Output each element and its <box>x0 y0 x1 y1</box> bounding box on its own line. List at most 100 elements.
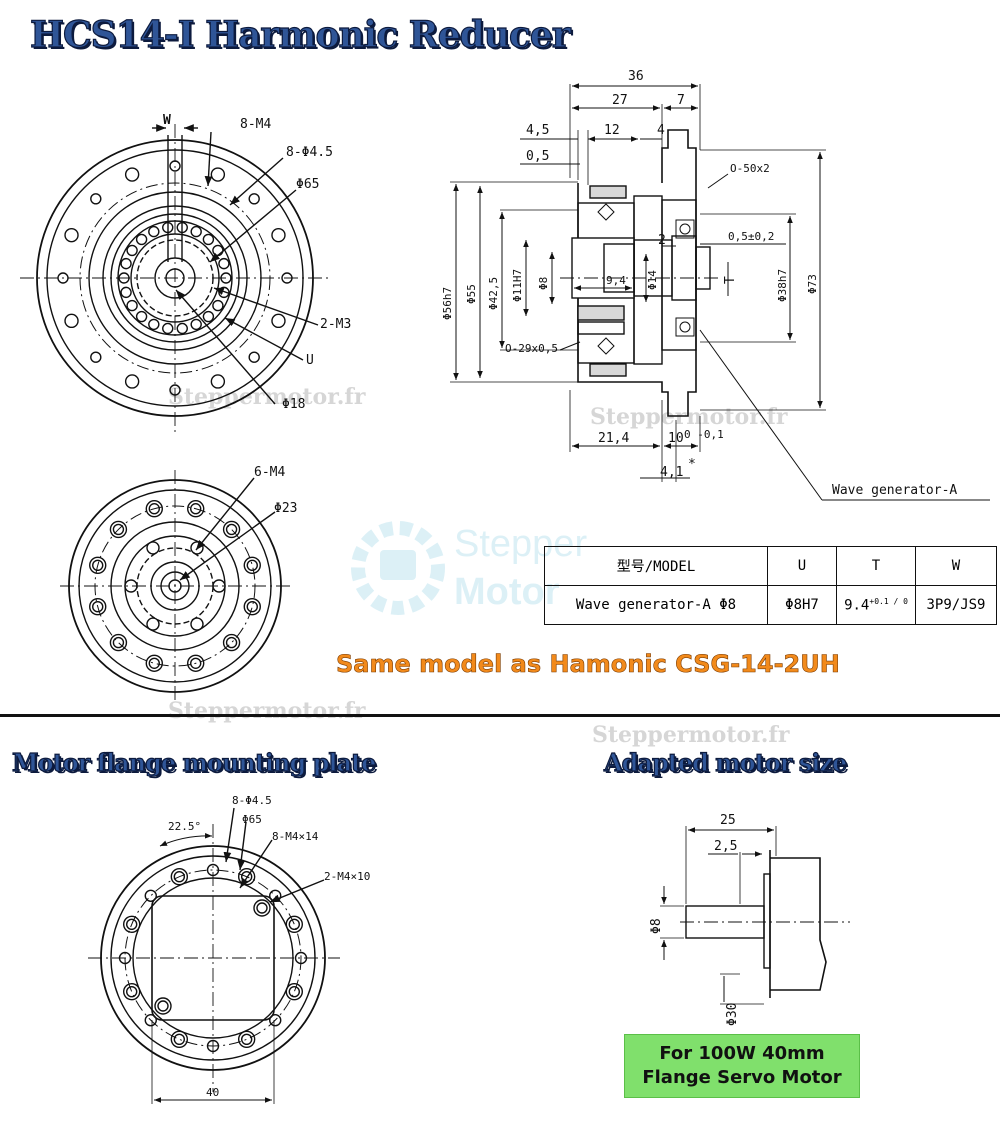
watermark-text: Steppermotor.fr <box>592 722 790 748</box>
dim-0-5: 0,5 <box>526 149 549 164</box>
dim-7: 7 <box>677 93 685 108</box>
bolt-hole <box>125 918 138 931</box>
star-mark: * <box>688 457 696 472</box>
table-cell: 3P9/JS9 <box>915 585 997 625</box>
d56-label: Φ56h7 <box>441 287 454 320</box>
bolt-hole <box>248 351 260 363</box>
dim-4-5: 4,5 <box>526 123 549 138</box>
badge-line: Flange Servo Motor <box>642 1067 842 1088</box>
bearing-roller <box>190 318 202 331</box>
watermark-text: Steppermotor.fr <box>168 384 366 410</box>
dim-2-5: 2,5 <box>714 839 737 854</box>
bearing-roller <box>120 257 132 270</box>
table-cell: 9.4+0.1 / 0 <box>836 585 916 625</box>
bolt-hole <box>145 654 163 672</box>
logo-watermark: Stepper Motor <box>351 521 587 615</box>
d65-label: Φ65 <box>296 177 319 192</box>
table-cell: Φ8H7 <box>767 585 837 625</box>
bolt-hole <box>122 915 141 934</box>
d42-label: Φ42,5 <box>487 277 500 310</box>
bolt-hole <box>190 657 202 669</box>
d8-label: Φ8 <box>537 277 550 290</box>
dim-25: 25 <box>720 813 736 828</box>
bolt-hole <box>92 601 104 613</box>
bolt-hole <box>210 374 226 389</box>
bearing-roller <box>135 233 148 246</box>
oring-29-label: O-29x0,5 <box>505 342 558 355</box>
bolt-hole <box>146 617 160 631</box>
back-view <box>60 470 290 702</box>
bolt-hole <box>285 915 304 934</box>
bearing-roller <box>202 233 215 246</box>
bolt-hole <box>64 227 79 243</box>
holes-m4-label: 8-M4 <box>240 117 271 132</box>
bolt-hole <box>109 633 128 652</box>
bolt-hole <box>246 559 258 571</box>
dim-9-4: 9,4 <box>606 274 626 287</box>
bolt-hole <box>173 870 186 883</box>
bearing-roller <box>202 310 215 323</box>
bearing-roller <box>120 286 132 299</box>
bolt-hole <box>271 313 286 329</box>
w-label: W <box>163 113 171 128</box>
bearing-roller <box>135 310 148 323</box>
bolt-hole <box>122 982 141 1001</box>
m4-label: 6-M4 <box>254 465 285 480</box>
flange-plate-view <box>88 807 340 1104</box>
bearing-roller <box>176 322 188 335</box>
bolt-hole <box>89 598 107 616</box>
d11-label: Φ11H7 <box>511 269 524 302</box>
u-label: U <box>306 353 314 368</box>
section-divider <box>0 714 1000 717</box>
table-header: T <box>836 546 916 586</box>
bolt-hole <box>92 559 104 571</box>
bolt-hole <box>124 167 140 182</box>
bolt-hole <box>145 500 163 518</box>
dim-27: 27 <box>612 93 628 108</box>
bolt-hole <box>288 985 301 998</box>
table-header: 型号/MODEL <box>544 546 768 586</box>
d55-label: Φ55 <box>465 284 478 304</box>
d18-label: Φ18 <box>282 397 305 412</box>
bolt-hole <box>222 520 241 539</box>
bolt-hole <box>173 1033 186 1046</box>
model-table: 型号/MODEL U T W Wave generator-A Φ8 Φ8H7 … <box>544 546 997 625</box>
bolt-hole <box>90 193 102 205</box>
motor-badge: For 100W 40mm Flange Servo Motor <box>624 1034 860 1098</box>
adapted-motor-labels: 25 2,5 Φ8 Φ30 <box>649 813 740 1026</box>
bolt-hole <box>146 541 160 555</box>
flange-plate-title: Motor flange mounting plate <box>11 747 377 777</box>
t-tolerance: +0.1 / 0 <box>869 596 908 606</box>
bolt-hole <box>125 985 138 998</box>
bolt-hole <box>112 523 125 536</box>
m3-label: 2-M3 <box>320 317 351 332</box>
watermark-text: Steppermotor.fr <box>590 404 788 430</box>
section-view-labels: 36 27 7 4,5 12 4 0,5 O-50x2 2 0,5±0,2 Φ5… <box>441 69 957 498</box>
dim-0-5-tol: 0,5±0,2 <box>728 230 774 243</box>
adapted-motor-view <box>660 826 850 1005</box>
d73-label: Φ73 <box>806 274 819 294</box>
bolt-hole <box>243 598 261 616</box>
logo-text: Motor <box>454 571 560 613</box>
bolt-hole <box>288 918 301 931</box>
m4x10-label: 2-M4×10 <box>324 870 370 883</box>
bolt-hole <box>285 982 304 1001</box>
wave-generator-label: Wave generator-A <box>832 483 957 498</box>
bolt-hole <box>89 556 107 574</box>
bearing-roller <box>212 299 224 312</box>
table-header: U <box>767 546 837 586</box>
bolt-hole <box>246 601 258 613</box>
same-model-note: Same model as Hamonic CSG-14-2UH <box>336 650 840 679</box>
holes-d45-label: 8-Φ4.5 <box>232 794 272 807</box>
bolt-hole <box>144 889 157 902</box>
bearing-roller <box>190 225 202 238</box>
bolt-hole <box>112 636 125 649</box>
d8-label: Φ8 <box>649 918 664 934</box>
bolt-hole <box>187 500 205 518</box>
bolt-hole <box>170 867 189 886</box>
dim-2: 2 <box>658 233 666 248</box>
m4x14-label: 8-M4×14 <box>272 830 319 843</box>
bolt-hole <box>237 1030 256 1049</box>
watermarks: Steppermotor.fr Steppermotor.fr Stepperm… <box>168 384 790 748</box>
